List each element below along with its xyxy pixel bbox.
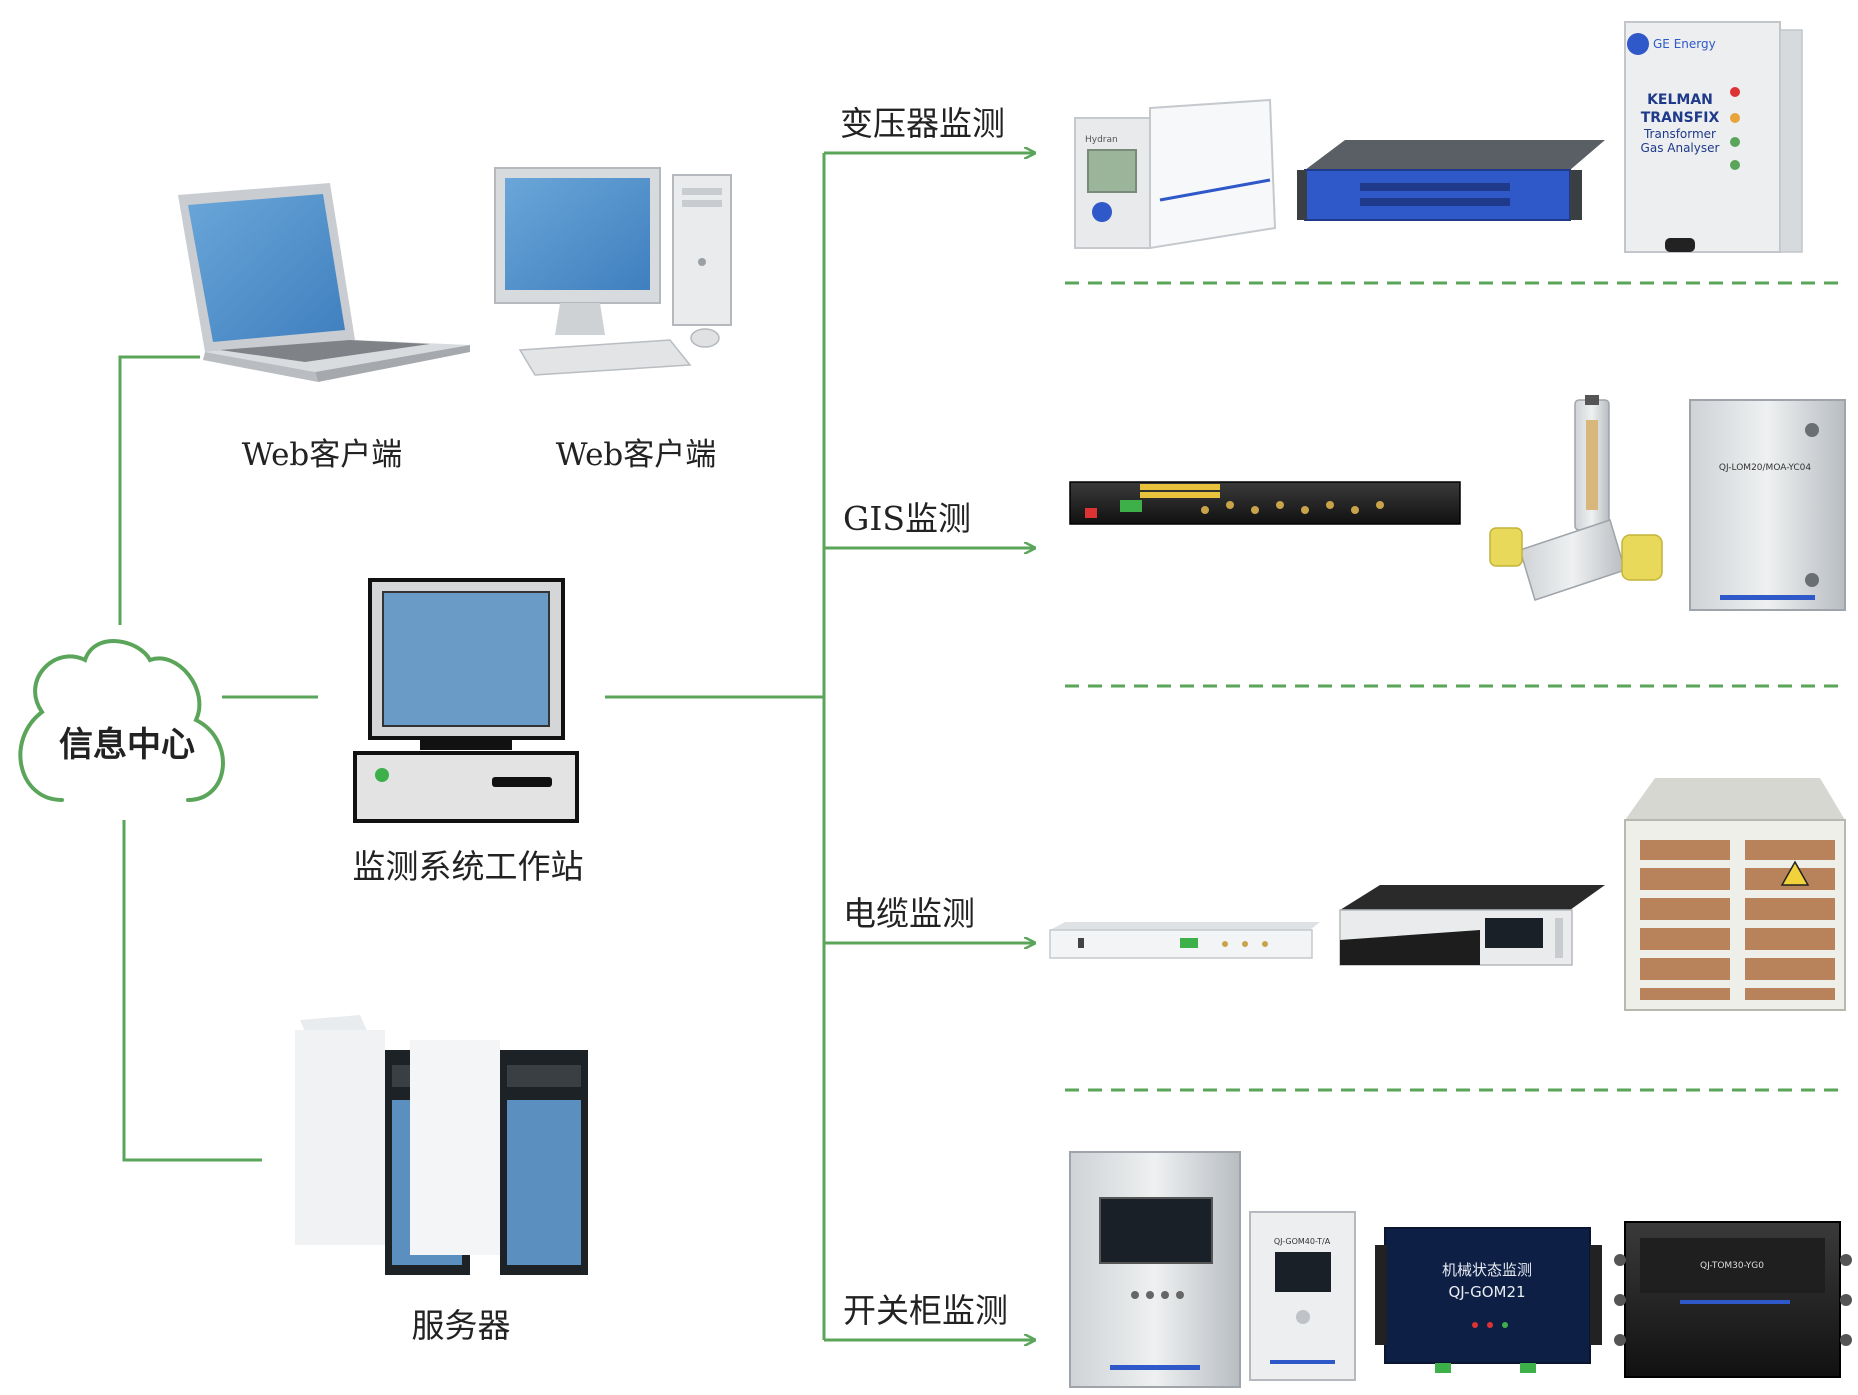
switchgear-devices: QJ-GOM40-T/A 机械状态监测 QJ-GOM21 QJ-TOM30-YG… [1069, 1151, 1852, 1388]
category-label-switchgear: 开关柜监测 [843, 1291, 1008, 1330]
web-client-label-2: Web客户端 [556, 437, 717, 473]
cable-rack-device-2 [1339, 885, 1605, 966]
mechanical-monitor-device: 机械状态监测 QJ-GOM21 [1375, 1227, 1602, 1373]
category-label-gis: GIS监测 [843, 499, 971, 538]
gis-rack-device [1069, 481, 1461, 525]
info-center-label: 信息中心 [59, 725, 195, 765]
connector-lines [118, 153, 1035, 1340]
kelman-line-2: TRANSFIX [1641, 110, 1720, 126]
workstation-computer-icon [353, 578, 579, 823]
line-center-to-clients [118, 355, 200, 625]
kelman-analyser-device: GE Energy KELMAN TRANSFIX Transformer Ga… [1624, 21, 1803, 253]
fiber-model-label: QJ-TOM30-YG0 [1700, 1261, 1764, 1271]
gis-sensor-device [1489, 395, 1663, 601]
cable-devices [1049, 778, 1846, 1011]
laptop-icon [178, 183, 470, 382]
transformer-devices: Hydran GE Energy KELMAN TRANSFIX Transfo… [1074, 21, 1803, 253]
web-client-label-1: Web客户端 [242, 437, 403, 473]
qj-lom-label: QJ-LOM20/MOA-YC04 [1719, 463, 1812, 473]
hydran-monitor-device: Hydran [1074, 98, 1277, 250]
kelman-line-1: KELMAN [1647, 92, 1713, 108]
cable-rack-device-1 [1049, 922, 1320, 959]
gis-devices: QJ-LOM20/MOA-YC04 [1069, 395, 1846, 611]
switch-panel-model-label: QJ-GOM40-T/A [1274, 1237, 1331, 1246]
switchgear-panel-small: QJ-GOM40-T/A [1249, 1211, 1356, 1381]
warning-icon [1780, 860, 1810, 886]
mech-model-label: QJ-GOM21 [1448, 1283, 1525, 1301]
category-label-cable: 电缆监测 [843, 894, 975, 933]
switchgear-panel-large [1069, 1151, 1241, 1388]
info-center-cloud: 信息中心 [18, 639, 225, 802]
category-label-transformer: 变压器监测 [840, 104, 1005, 143]
fiber-temperature-device: QJ-TOM30-YG0 [1614, 1221, 1852, 1378]
kelman-line-4: Gas Analyser [1641, 141, 1720, 155]
server-label: 服务器 [412, 1306, 511, 1345]
mech-title-label: 机械状态监测 [1442, 1261, 1532, 1279]
desktop-computer-icon [494, 167, 732, 376]
hydran-label: Hydran [1085, 135, 1118, 145]
cable-cabinet-device [1624, 778, 1846, 1011]
section-separators [1065, 281, 1845, 1092]
kelman-line-3: Transformer [1643, 127, 1716, 141]
ge-brand-label: GE Energy [1653, 37, 1716, 51]
workstation-label: 监测系统工作站 [353, 847, 584, 886]
rack-monitor-device [1297, 140, 1605, 221]
server-icon [295, 1015, 588, 1275]
gis-cabinet-device: QJ-LOM20/MOA-YC04 [1689, 399, 1846, 611]
line-center-to-server [122, 820, 262, 1162]
cloud-icon [18, 639, 225, 802]
